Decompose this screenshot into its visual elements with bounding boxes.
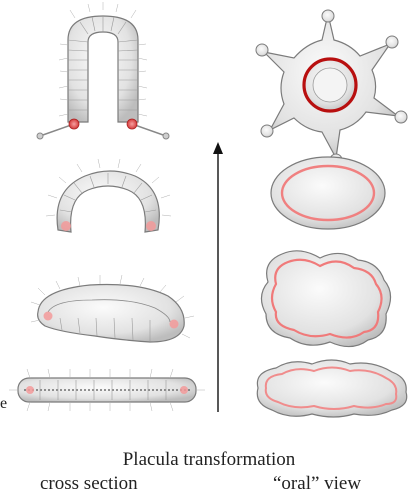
cross-section-stage-4-arch [37, 2, 169, 139]
cross-section-label: cross section [40, 473, 138, 495]
oral-view-stage-3-oval [271, 157, 385, 229]
oral-view-stage-2-blob [261, 251, 390, 347]
oral-view-stage-1-flat [257, 360, 406, 417]
cross-section-stage-1-flat [9, 369, 205, 411]
upward-arrow-icon [213, 142, 223, 412]
edge-letter: e [0, 395, 7, 413]
figure-title: Placula transformation [0, 449, 418, 471]
oral-view-stage-4-star [256, 10, 407, 166]
cross-section-stage-2-bowl [31, 275, 194, 342]
oral-view-label: “oral” view [273, 473, 361, 495]
placula-diagram [0, 0, 418, 440]
cross-section-stage-3-horseshoe [46, 159, 171, 232]
